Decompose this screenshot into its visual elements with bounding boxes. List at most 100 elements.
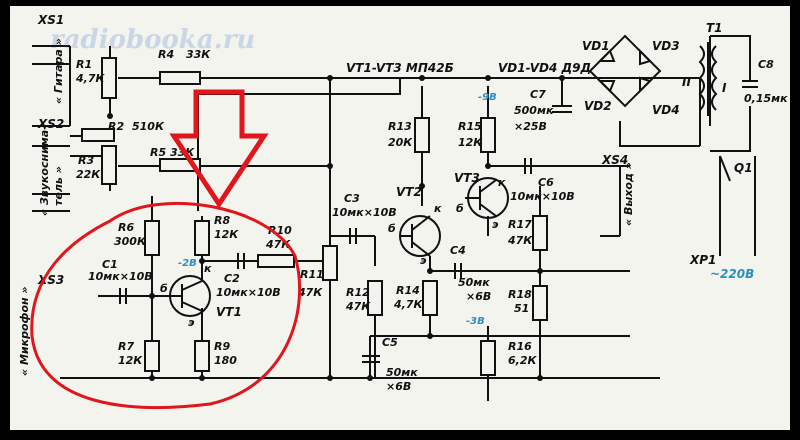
label-r13-value: 20К xyxy=(388,136,413,149)
label-c7-value2: ×25В xyxy=(514,120,547,133)
label-c8-value: 0,15мк xyxy=(744,92,788,105)
labels: XS1 XS2 XS3 XS4 XP1 ~220В « Гитара » « З… xyxy=(18,13,788,393)
resistor-r12 xyxy=(367,280,383,316)
label-mains: ~220В xyxy=(710,267,754,281)
watermark: radiobooka.ru xyxy=(50,25,255,55)
label-r15-value: 12К xyxy=(458,136,483,149)
label-r13-name: R13 xyxy=(388,120,412,133)
label-r14-value: 4,7К xyxy=(393,298,423,311)
label-r5-name: R5 xyxy=(150,146,166,159)
label-voltage-2: -2В xyxy=(178,258,197,269)
label-c4-name: C4 xyxy=(450,244,466,257)
label-vt1: VT1 xyxy=(216,305,242,319)
pin-vt1-base: б xyxy=(160,282,168,295)
label-r2-value: 510К xyxy=(132,120,165,133)
label-winding-1: I xyxy=(722,81,727,95)
red-annotation xyxy=(30,89,302,409)
label-guitar: « Гитара » xyxy=(52,38,65,104)
pin-vt3-emitter: э xyxy=(492,218,499,231)
highlight-outline xyxy=(30,202,302,409)
label-r12-value: 47К xyxy=(345,300,371,313)
label-c4-value: 50мк xyxy=(458,276,490,289)
label-vd3: VD3 xyxy=(652,39,680,53)
label-c2-name: C2 xyxy=(224,272,240,285)
label-c3-name: C3 xyxy=(344,192,360,205)
resistor-r8 xyxy=(194,220,210,256)
label-c6-value: 10мк×10В xyxy=(510,190,575,203)
label-r11-value: 47К xyxy=(297,286,323,299)
capacitor-c2 xyxy=(237,253,245,269)
label-r15-name: R15 xyxy=(458,120,482,133)
label-r9-name: R9 xyxy=(214,340,230,353)
label-microphone: « Микрофон » xyxy=(18,286,31,376)
label-r18-value: 51 xyxy=(514,302,529,315)
label-r14-name: R14 xyxy=(396,284,420,297)
capacitor-c8 xyxy=(742,80,758,88)
label-c6-name: C6 xyxy=(538,176,554,189)
switch-q1 xyxy=(719,155,731,182)
resistor-r14 xyxy=(422,280,438,316)
label-vt3: VT3 xyxy=(454,171,480,185)
label-r16-value: 6,2К xyxy=(508,354,537,367)
label-c5-value2: ×6В xyxy=(386,380,411,393)
capacitor-c1 xyxy=(119,288,127,304)
capacitor-c5 xyxy=(362,355,380,363)
label-voltage-3: -3В xyxy=(466,316,485,327)
label-r18-name: R18 xyxy=(508,288,532,301)
resistor-r10 xyxy=(257,254,295,268)
label-vd4: VD4 xyxy=(652,103,680,117)
highlight-arrow-down-icon xyxy=(169,89,269,209)
pin-vt2-collector: к xyxy=(434,202,442,215)
label-xs2: XS2 xyxy=(37,117,64,131)
resistors xyxy=(81,57,548,376)
label-pickup-2: тель » xyxy=(52,166,65,206)
resistor-r9 xyxy=(194,340,210,372)
label-xp1: XP1 xyxy=(689,253,716,267)
capacitor-c3 xyxy=(349,228,357,244)
label-c7-value: 500мк xyxy=(514,104,554,117)
label-r4-value: 33К xyxy=(186,48,211,61)
label-r9-value: 180 xyxy=(214,354,237,367)
label-c1-value: 10мк×10В xyxy=(88,270,153,283)
label-r17-value: 47К xyxy=(507,234,533,247)
label-r6-name: R6 xyxy=(118,221,134,234)
resistor-r7 xyxy=(144,340,160,372)
label-r2-name: R2 xyxy=(108,120,124,133)
label-xs4: XS4 xyxy=(601,153,628,167)
label-r3-value: 22К xyxy=(76,168,101,181)
label-r11-name: R11 xyxy=(300,268,324,281)
label-vt2: VT2 xyxy=(396,185,422,199)
resistor-r13 xyxy=(414,117,430,153)
transformer-t1 xyxy=(698,42,718,116)
resistor-r4 xyxy=(159,71,201,85)
resistor-r18 xyxy=(532,285,548,321)
resistor-r3 xyxy=(101,145,117,185)
label-xs1: XS1 xyxy=(37,13,64,27)
resistor-r11 xyxy=(322,245,338,281)
resistor-r15 xyxy=(480,117,496,153)
label-c8-name: C8 xyxy=(758,58,774,71)
label-r8-name: R8 xyxy=(214,214,230,227)
resistor-r16 xyxy=(480,340,496,376)
label-r3-name: R3 xyxy=(78,154,94,167)
pin-vt1-collector: к xyxy=(204,262,212,275)
label-t1: T1 xyxy=(706,21,723,35)
label-diode-type: VD1-VD4 Д9Д xyxy=(498,61,591,75)
label-r16-name: R16 xyxy=(508,340,532,353)
label-transistor-type: VT1-VT3 МП42Б xyxy=(346,61,454,75)
schematic-frame: radiobooka.ru xyxy=(10,6,790,430)
diode-bridge xyxy=(588,34,662,108)
label-vd2: VD2 xyxy=(584,99,612,113)
resistor-r6 xyxy=(144,220,160,256)
pin-vt2-base: б xyxy=(388,222,396,235)
label-r8-value: 12К xyxy=(214,228,239,241)
pin-vt1-emitter: э xyxy=(188,316,195,329)
resistor-r17 xyxy=(532,215,548,251)
label-output: « Выход » xyxy=(622,162,635,226)
label-r6-value: 300К xyxy=(114,235,147,248)
label-c5-name: C5 xyxy=(382,336,398,349)
pin-vt3-collector: к xyxy=(498,176,506,189)
label-c5-value: 50мк xyxy=(386,366,418,379)
label-r1-value: 4,7К xyxy=(75,72,105,85)
label-voltage-9: -9В xyxy=(478,92,497,103)
